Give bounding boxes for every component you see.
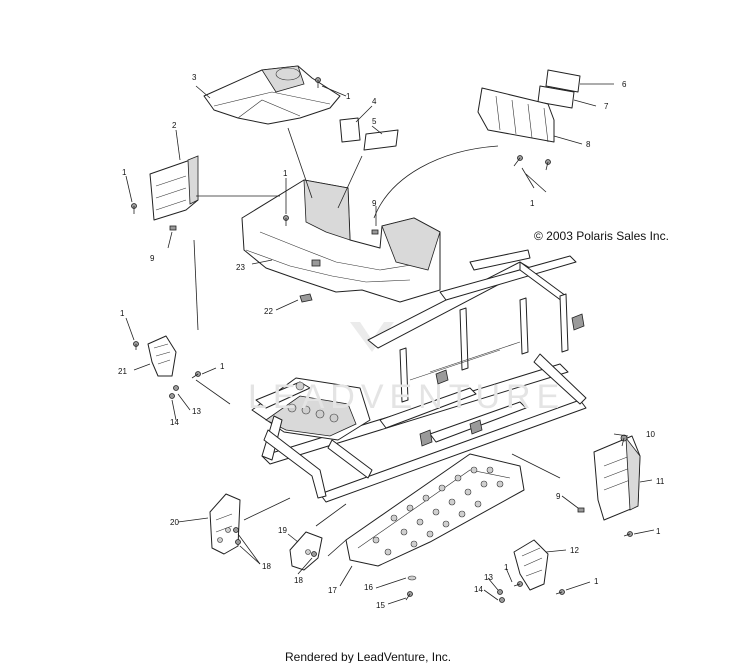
callout-11: 11	[656, 477, 665, 486]
callout-3: 3	[192, 73, 197, 82]
callout-8: 8	[586, 140, 591, 149]
callout-1: 1	[283, 169, 288, 178]
part-8-rear-panel	[477, 87, 555, 143]
main-frame	[251, 249, 587, 503]
nut-14-b	[499, 597, 505, 603]
bolt-1-j	[555, 589, 565, 595]
callout-1: 1	[120, 309, 125, 318]
part-5-decal	[363, 129, 399, 151]
part-2-left-side-panel	[149, 155, 199, 221]
callout-19: 19	[278, 526, 287, 535]
nut-13-a	[173, 385, 179, 391]
bolt-1-c	[315, 77, 321, 88]
part-21-left-support	[147, 335, 177, 377]
part-6-decal	[545, 69, 581, 93]
callout-13: 13	[192, 407, 201, 416]
part-12-right-support	[513, 539, 549, 591]
clip-9-b	[371, 229, 379, 235]
callout-1: 1	[504, 563, 509, 572]
callout-1: 1	[346, 92, 351, 101]
skid-plate-holes	[372, 466, 504, 556]
bolt-10	[620, 434, 628, 447]
part-7-decal	[537, 85, 575, 109]
callout-6: 6	[622, 80, 627, 89]
part-3-upper-panel	[203, 65, 341, 125]
fasteners	[131, 77, 633, 603]
callout-9: 9	[150, 254, 155, 263]
callout-15: 15	[376, 601, 385, 610]
callout-17: 17	[328, 586, 337, 595]
nut-14-a	[169, 393, 175, 399]
callout-23: 23	[236, 263, 245, 272]
bolt-1-i	[513, 581, 523, 587]
bolt-1-e	[545, 159, 551, 171]
bolt-1-b	[283, 215, 289, 226]
callout-9: 9	[556, 492, 561, 501]
part-4-decal	[339, 117, 361, 143]
bolt-15	[405, 591, 413, 601]
bolt-1-f	[133, 341, 139, 350]
nut-18-a	[233, 527, 241, 545]
washer-16	[407, 575, 417, 581]
callout-18: 18	[262, 562, 271, 571]
part-23-floor-pan	[241, 179, 441, 303]
part-11-right-side-panel	[593, 435, 641, 521]
callout-1: 1	[594, 577, 599, 586]
render-credit: Rendered by LeadVenture, Inc.	[285, 650, 451, 663]
callout-2: 2	[172, 121, 177, 130]
leader-lines	[125, 83, 655, 605]
bolt-1-g	[191, 371, 201, 379]
part-22-clip	[299, 293, 313, 303]
callout-21: 21	[118, 367, 127, 376]
clip-9-a	[169, 225, 177, 231]
nut-18-b	[311, 551, 317, 557]
bolt-1-d	[513, 155, 523, 167]
part-20-front-guard	[209, 493, 241, 555]
callout-7: 7	[604, 102, 609, 111]
callout-18: 18	[294, 576, 303, 585]
bolt-1-h	[623, 531, 633, 537]
watermark-logo	[350, 322, 394, 352]
callout-14: 14	[170, 418, 179, 427]
nut-13-b	[497, 589, 503, 595]
callouts: 3 1 4 5 2 6 7 8 1 1 1 9 9 23 22 1 21 1 1…	[118, 73, 665, 610]
callout-4: 4	[372, 97, 377, 106]
callout-13: 13	[484, 573, 493, 582]
bolt-1-a	[131, 203, 137, 214]
callout-14: 14	[474, 585, 483, 594]
callout-5: 5	[372, 117, 377, 126]
callout-1: 1	[122, 168, 127, 177]
callout-1: 1	[530, 199, 535, 208]
clip-9-c	[577, 507, 585, 513]
callout-20: 20	[170, 518, 179, 527]
callout-12: 12	[570, 546, 579, 555]
callout-22: 22	[264, 307, 273, 316]
copyright-notice: © 2003 Polaris Sales Inc.	[534, 229, 669, 243]
callout-1: 1	[220, 362, 225, 371]
callout-10: 10	[646, 430, 655, 439]
part-17-skid-plate	[345, 453, 525, 567]
callout-1: 1	[656, 527, 661, 536]
callout-16: 16	[364, 583, 373, 592]
callout-9: 9	[372, 199, 377, 208]
watermark-text: LEADVENTURE	[248, 378, 565, 416]
